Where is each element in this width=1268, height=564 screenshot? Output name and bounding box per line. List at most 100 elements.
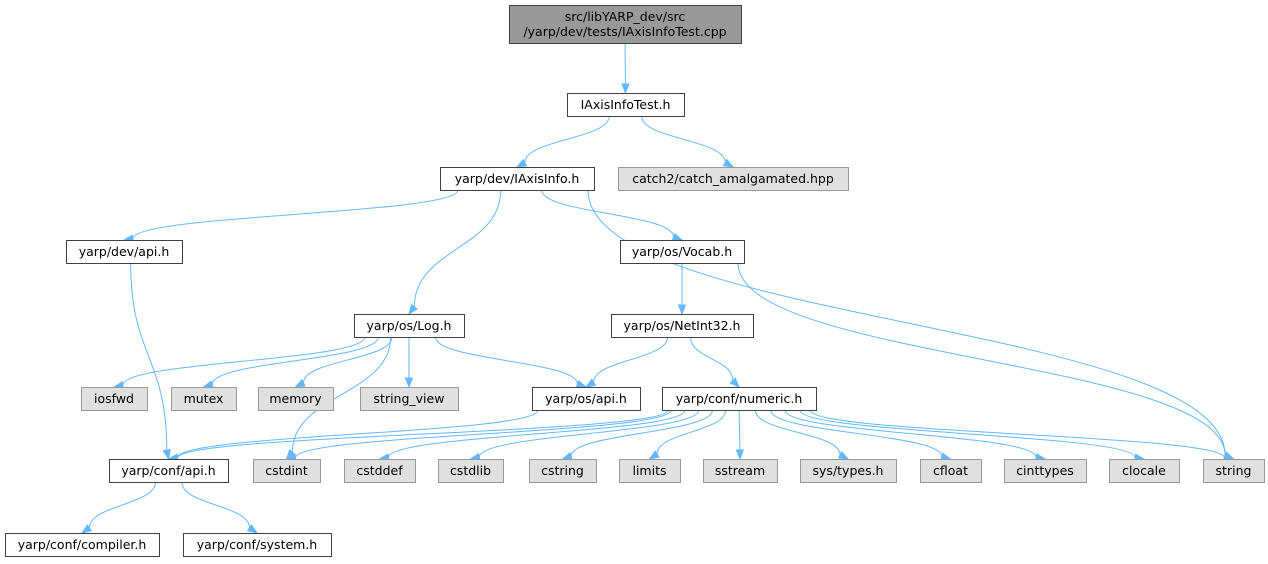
arrowhead (677, 304, 687, 316)
node-root[interactable]: src/libYARP_dev/src/yarp/dev/tests/IAxis… (509, 5, 742, 44)
edge-numeric_h-to-cinttypes (784, 409, 1047, 462)
node-label: cfloat (933, 463, 968, 478)
arrowhead (202, 380, 214, 389)
node-box (620, 240, 745, 264)
node-cstddef: cstddef (344, 459, 416, 483)
edge-line (122, 336, 366, 386)
node-label: yarp/conf/system.h (197, 537, 317, 552)
arrowhead (729, 377, 740, 388)
node-label: string_view (374, 391, 445, 406)
arrowhead (648, 450, 660, 460)
edge-line (176, 409, 539, 459)
node-cstdlib: cstdlib (438, 459, 504, 483)
node-box (703, 459, 778, 483)
node-box (800, 459, 897, 483)
node-compiler-h[interactable]: yarp/conf/compiler.h (5, 533, 160, 557)
node-box (567, 93, 685, 117)
node-os-api-h[interactable]: yarp/os/api.h (532, 387, 641, 411)
node-label: yarp/dev/IAxisInfo.h (455, 171, 580, 186)
edge-line (524, 115, 610, 163)
node-box (1109, 459, 1180, 483)
edge-line (737, 262, 1226, 456)
node-box (171, 387, 237, 411)
node-iaxisinfotest-h[interactable]: IAxisInfoTest.h (567, 93, 685, 117)
arrowhead (408, 303, 419, 316)
node-box (344, 459, 416, 483)
edge-line (176, 409, 669, 459)
node-label: cinttypes (1016, 463, 1074, 478)
edges-layer (80, 42, 1235, 534)
node-mutex: mutex (171, 387, 237, 411)
edge-iaxisinfotest_h-to-catch2 (641, 115, 735, 168)
arrowhead (621, 83, 630, 95)
node-label: sstream (715, 463, 765, 478)
edge-line (541, 189, 675, 238)
node-string: string (1203, 459, 1265, 483)
edge-iaxisinfo_h-to-dev_api_h (122, 189, 459, 243)
node-log-h[interactable]: yarp/os/Log.h (354, 314, 465, 338)
edge-root-to-iaxisinfotest_h (621, 42, 630, 95)
arrowhead (735, 449, 745, 461)
node-box (920, 459, 982, 483)
edge-numeric_h-to-clocale (799, 409, 1146, 462)
edge-vocab_h-to-netint32_h (677, 262, 687, 316)
edge-dev_api_h-to-conf_api_h (130, 262, 171, 461)
node-label: memory (269, 391, 322, 406)
node-box (258, 387, 334, 411)
node-conf-api-h[interactable]: yarp/conf/api.h (109, 459, 229, 483)
node-label: cstddef (356, 463, 403, 478)
arrowhead (837, 450, 850, 460)
node-box (183, 533, 332, 557)
node-box (509, 5, 742, 44)
node-system-h[interactable]: yarp/conf/system.h (183, 533, 332, 557)
node-label: yarp/os/Vocab.h (632, 244, 732, 259)
node-label: mutex (184, 391, 224, 406)
node-box (611, 314, 754, 338)
edge-line (690, 336, 734, 381)
edge-netint32_h-to-numeric_h (690, 336, 740, 388)
edge-line (181, 481, 251, 529)
edge-line (387, 409, 686, 458)
node-label: yarp/conf/numeric.h (676, 391, 803, 406)
edge-line (799, 409, 1136, 458)
node-label: sys/types.h (813, 463, 884, 478)
arrowhead (80, 524, 93, 534)
node-numeric-h[interactable]: yarp/conf/numeric.h (662, 387, 817, 411)
node-cinttypes: cinttypes (1004, 459, 1087, 483)
node-label: IAxisInfoTest.h (581, 97, 671, 112)
node-label: string (1216, 463, 1252, 478)
node-vocab-h[interactable]: yarp/os/Vocab.h (620, 240, 745, 264)
node-label: cstring (541, 463, 584, 478)
node-box (438, 459, 504, 483)
node-box (109, 459, 229, 483)
node-label: cstdlib (450, 463, 491, 478)
node-label: yarp/os/api.h (545, 391, 627, 406)
node-cfloat: cfloat (920, 459, 982, 483)
edge-line (570, 409, 714, 457)
edge-line (641, 115, 726, 163)
edge-numeric_h-to-conf_api_h (167, 409, 669, 463)
edge-line (88, 481, 157, 528)
edge-log_h-to-memory (294, 336, 393, 388)
node-cstring: cstring (529, 459, 597, 483)
arrowhead (940, 452, 952, 461)
edge-line (132, 189, 459, 239)
node-dev-api-h[interactable]: yarp/dev/api.h (66, 240, 183, 264)
arrowhead (246, 524, 259, 534)
node-box (354, 314, 465, 338)
arrowhead (404, 377, 414, 389)
node-box (81, 387, 148, 411)
node-netint32-h[interactable]: yarp/os/NetInt32.h (611, 314, 754, 338)
edge-iaxisinfotest_h-to-iaxisinfo_h (515, 115, 610, 168)
node-label: limits (632, 463, 666, 478)
node-clocale: clocale (1109, 459, 1180, 483)
node-string-view: string_view (360, 387, 459, 411)
edge-log_h-to-os_api_h (435, 336, 588, 389)
node-box (532, 387, 641, 411)
arrowhead (294, 378, 306, 388)
node-box (529, 459, 597, 483)
node-memory: memory (258, 387, 334, 411)
node-iaxisinfo-h[interactable]: yarp/dev/IAxisInfo.h (440, 167, 595, 191)
arrowhead (671, 232, 684, 241)
